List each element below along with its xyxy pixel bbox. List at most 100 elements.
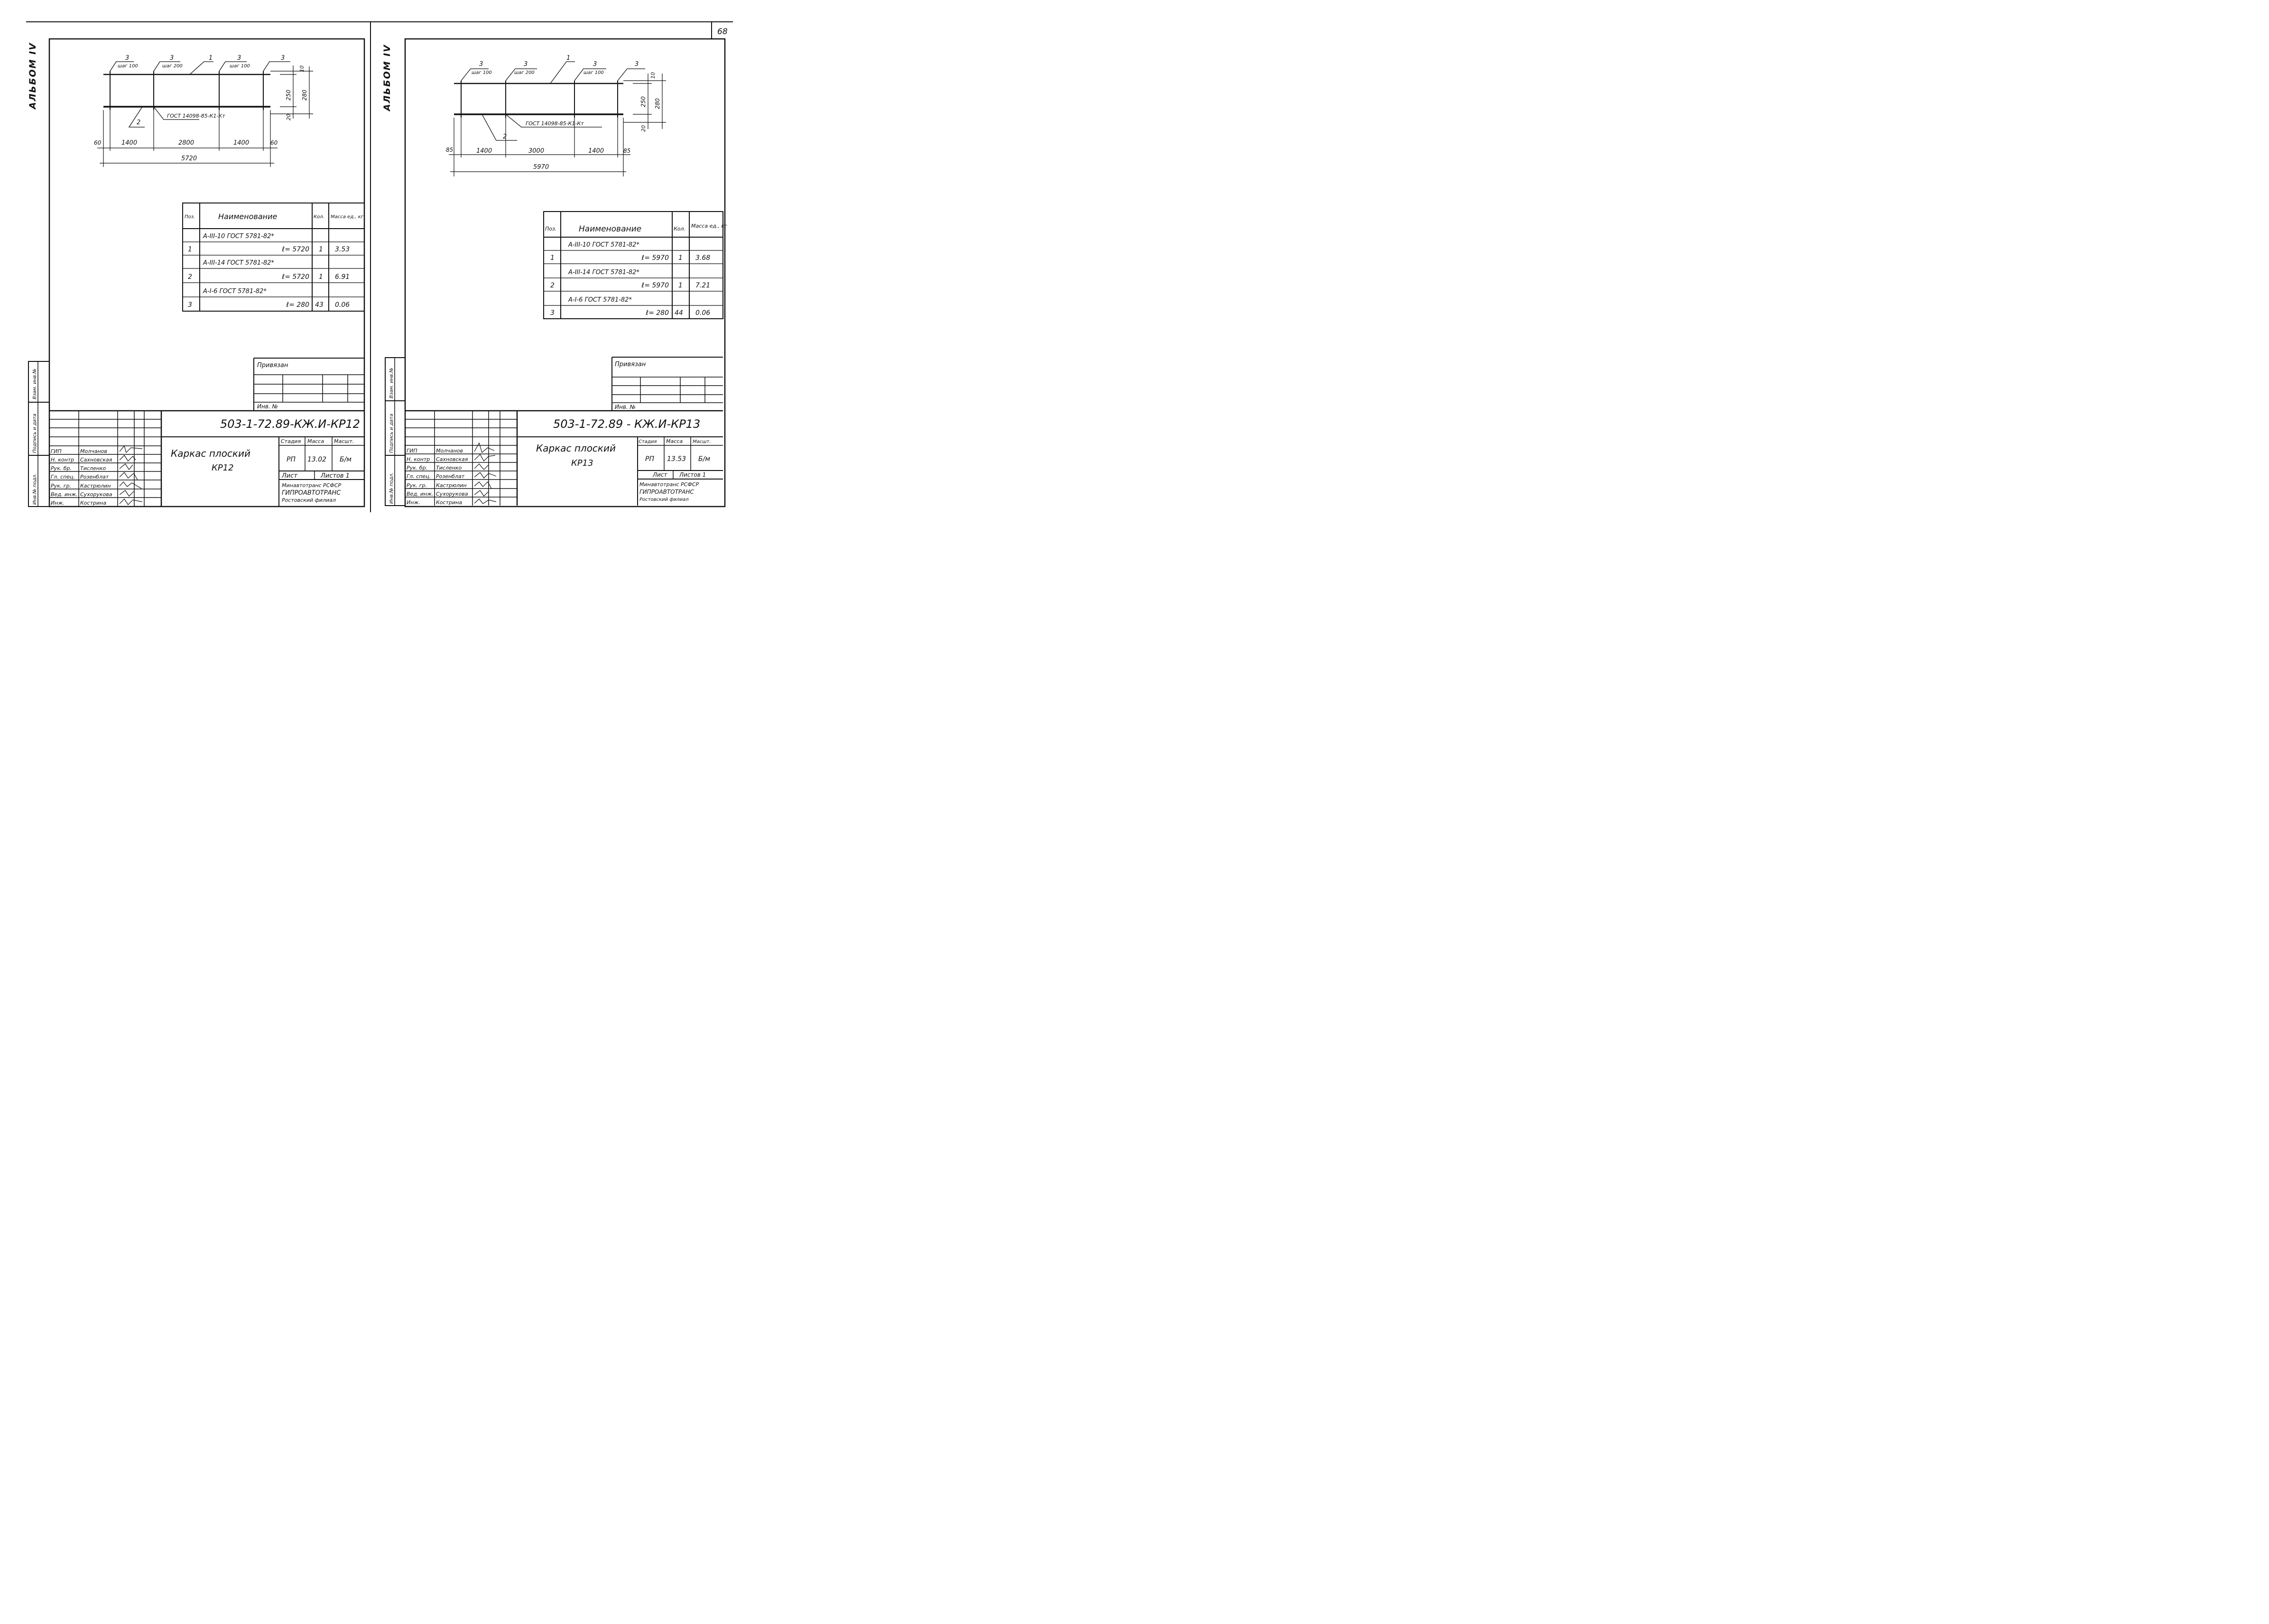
page-frame: 68 bbox=[26, 21, 733, 512]
dim-mid: 250 bbox=[640, 96, 647, 107]
title-block bbox=[49, 410, 364, 507]
spec-cell: 3 bbox=[550, 309, 555, 317]
spec-cell: ℓ= 280 bbox=[286, 301, 309, 309]
staff-name: Сухорукова bbox=[80, 491, 112, 498]
spec-cell: 1 bbox=[550, 254, 555, 262]
inv-number-label: Инв. № bbox=[615, 404, 636, 410]
drawing-subtitle: КР12 bbox=[212, 463, 234, 473]
staff-name: Кострина bbox=[80, 500, 106, 506]
dim-total-length: 5720 bbox=[181, 155, 197, 162]
callout-pos-3: 3 bbox=[635, 61, 639, 68]
binding-label: Привязан bbox=[615, 361, 646, 368]
callout-step: шаг 100 bbox=[472, 70, 492, 75]
scale-header: Масшт. bbox=[334, 438, 354, 444]
staff-list: ГИП Молчанов Н. контр Сахновская Рук. бр… bbox=[51, 448, 112, 506]
staff-name: Розенблат bbox=[80, 474, 109, 480]
signature-scribbles bbox=[119, 445, 143, 505]
callout-pos-3: 3 bbox=[170, 55, 174, 62]
callout-pos-3: 3 bbox=[281, 55, 285, 62]
scale-value: Б/м bbox=[698, 455, 710, 463]
drawing-subtitle: КР13 bbox=[571, 458, 593, 468]
spec-cell: 1 bbox=[319, 246, 323, 253]
spec-cell: ℓ= 5970 bbox=[641, 254, 669, 262]
staff-name: Кастрюлин bbox=[80, 483, 111, 489]
side-label-replace: Взам. инв.№ bbox=[32, 369, 37, 399]
weld-gost-note: ГОСТ 14098-85-К1-Кт bbox=[167, 113, 225, 119]
dim-top: 10 bbox=[299, 65, 305, 72]
scale-header: Масшт. bbox=[693, 439, 711, 444]
dim-edge-left: 60 bbox=[94, 139, 102, 146]
org-institute: ГИПРОАВТОТРАНС bbox=[282, 489, 341, 497]
dim-seg1: 1400 bbox=[121, 139, 137, 147]
dim-seg3: 1400 bbox=[588, 148, 604, 155]
staff-role: Гл. спец. bbox=[407, 473, 431, 480]
drawing-title: Каркас плоский bbox=[536, 443, 616, 454]
staff-role: Рук. гр. bbox=[51, 483, 71, 489]
callout-pos-3: 3 bbox=[593, 61, 597, 68]
spec-cell: А-I-6 ГОСТ 5781-82* bbox=[568, 296, 632, 304]
mass-value: 13.02 bbox=[307, 456, 326, 463]
side-label-inv: Инв.№ подл. bbox=[32, 473, 37, 505]
staff-role: Вед. инж. bbox=[407, 491, 434, 497]
side-label-sign: Подпись и дата bbox=[389, 414, 394, 453]
spec-cell: 3.53 bbox=[335, 246, 350, 253]
spec-table bbox=[543, 211, 723, 319]
sheet-frame bbox=[404, 38, 726, 508]
spec-cell: 0.06 bbox=[335, 301, 350, 309]
dim-seg3: 1400 bbox=[233, 139, 249, 147]
spec-cell: А-III-10 ГОСТ 5781-82* bbox=[568, 241, 639, 249]
staff-role: Н. контр bbox=[407, 456, 430, 462]
inv-number-label: Инв. № bbox=[257, 403, 278, 410]
staff-name: Тисленко bbox=[80, 465, 106, 471]
spec-cell: 2 bbox=[188, 273, 192, 281]
album-label: АЛЬБОМ IV bbox=[28, 42, 38, 110]
dim-top: 10 bbox=[650, 72, 656, 79]
callout-pos-3: 3 bbox=[125, 55, 129, 62]
spec-header-name: Наименование bbox=[218, 212, 277, 221]
staff-role: Вед. инж. bbox=[51, 491, 78, 498]
spec-cell: 1 bbox=[678, 254, 683, 262]
spec-cell: 0.06 bbox=[695, 309, 710, 317]
spec-cell: 1 bbox=[678, 282, 683, 289]
dim-seg2: 3000 bbox=[528, 148, 544, 155]
dim-bot: 20 bbox=[286, 114, 292, 120]
spec-header-mass: Масса ед., кг bbox=[691, 223, 727, 229]
cage-drawing bbox=[103, 71, 270, 110]
album-label: АЛЬБОМ IV bbox=[382, 44, 392, 112]
mass-header: Масса bbox=[666, 438, 683, 444]
dim-seg1: 1400 bbox=[476, 148, 492, 155]
callout-pos-3: 3 bbox=[237, 55, 241, 62]
spec-header-pos: Поз. bbox=[185, 214, 195, 220]
title-block bbox=[405, 410, 723, 506]
staff-role: Н. контр bbox=[51, 457, 74, 463]
cage-drawing bbox=[454, 81, 623, 118]
callout-step: шаг 200 bbox=[162, 64, 183, 69]
staff-name: Кострина bbox=[436, 499, 462, 506]
side-label-replace: Взам. инв.№ bbox=[389, 368, 394, 398]
spec-header-mass: Масса ед., кг bbox=[331, 214, 364, 220]
drawing-sheet-left: АЛЬБОМ IV Взам. инв.№ Подпись и дата Инв… bbox=[0, 0, 372, 532]
dim-total-height: 280 bbox=[301, 90, 308, 101]
signature-scribbles bbox=[474, 442, 497, 504]
drawing-title: Каркас плоский bbox=[171, 448, 250, 459]
staff-name: Сахновская bbox=[436, 456, 468, 462]
callout-step: шаг 100 bbox=[583, 70, 604, 75]
spec-header-name: Наименование bbox=[579, 224, 641, 234]
dim-edge-left: 85 bbox=[446, 147, 453, 153]
spec-cell: 2 bbox=[550, 282, 555, 289]
sheet-label: Лист bbox=[652, 471, 667, 478]
callout-step: шаг 100 bbox=[230, 64, 250, 69]
binding-block bbox=[253, 358, 364, 411]
staff-name: Сухорукова bbox=[436, 491, 468, 497]
mass-value: 13.53 bbox=[667, 455, 686, 463]
staff-name: Сахновская bbox=[80, 457, 112, 463]
stage-header: Стадия bbox=[639, 439, 657, 444]
staff-name: Тисленко bbox=[436, 465, 462, 471]
spec-cell: 3.68 bbox=[695, 254, 710, 262]
staff-name: Кастрюлин bbox=[436, 482, 467, 489]
weld-gost-note: ГОСТ 14098-85-К1-Кт bbox=[526, 120, 584, 127]
stage-value: РП bbox=[287, 456, 296, 463]
staff-role: Гл. спец. bbox=[51, 474, 75, 480]
org-ministry: Минавтотранс РСФСР bbox=[282, 482, 342, 489]
document-code: 503-1-72.89-КЖ.И-КР12 bbox=[220, 417, 360, 431]
